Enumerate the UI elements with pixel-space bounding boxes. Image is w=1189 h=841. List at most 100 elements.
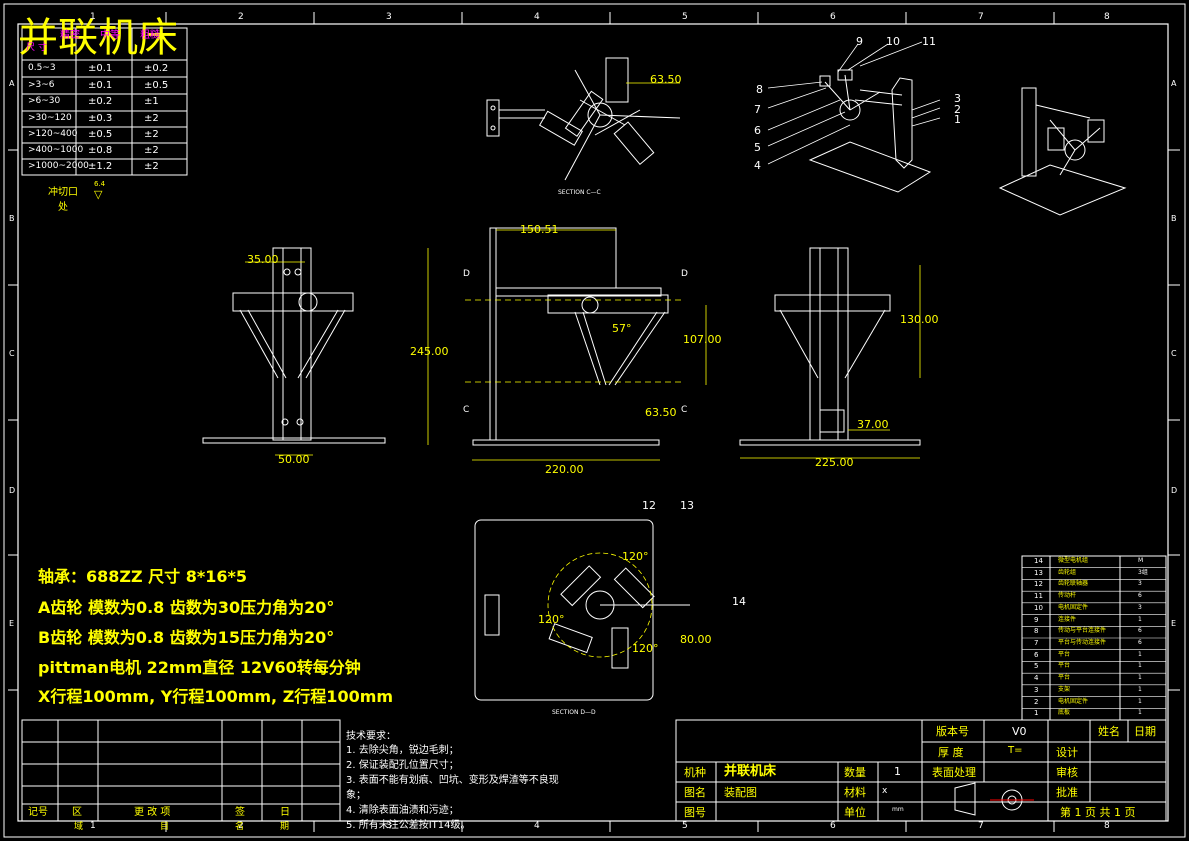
tb-version-label: 版本号: [936, 725, 969, 738]
bom-cell-qty: 6: [1138, 639, 1142, 646]
zone-number-top: 6: [830, 12, 836, 22]
tb-unit-label: 单位: [844, 806, 866, 819]
tol-cell-range: >3~6: [28, 80, 55, 90]
rev-label-zone-2: 域: [74, 822, 84, 832]
tech-req-item: 5. 所有未注公差按IT14级。: [346, 820, 471, 831]
tol-cell-range: >400~1000: [28, 145, 84, 155]
tol-cell-fine: ±0.5: [88, 129, 113, 140]
zone-letter-left: C: [9, 349, 15, 358]
balloon-4: 4: [754, 159, 761, 172]
balloon-2: 2: [954, 103, 961, 116]
tb-drawing-no-label: 图号: [684, 806, 706, 819]
bom-cell-name: 齿轮联轴器: [1058, 580, 1089, 588]
zone-number-top: 2: [238, 12, 244, 22]
main-front-dims: [427, 229, 707, 461]
tol-cell-range: >30~120: [28, 113, 72, 123]
section-mark-d-left: D: [463, 269, 470, 279]
rev-label-item-2: 目: [160, 822, 170, 832]
bom-cell-index: 4: [1034, 674, 1039, 683]
bom-cell-index: 11: [1034, 592, 1043, 601]
balloon-3: 3: [954, 92, 961, 105]
section-mark-c-right: C: [681, 405, 688, 415]
tolerance-table-grid: [21, 27, 188, 176]
bom-cell-index: 9: [1034, 615, 1039, 624]
tb-qty-label: 数量: [844, 766, 866, 779]
tech-req-item: 3. 表面不能有划痕、凹坑、变形及焊渣等不良现: [346, 775, 559, 786]
section-cc-view: [486, 57, 681, 181]
rev-label-item: 更 改 项: [134, 807, 171, 818]
bom-cell-name: 支架: [1058, 685, 1071, 693]
tol-cell-fine: ±0.3: [88, 113, 113, 124]
bom-cell-qty: 1: [1138, 709, 1142, 717]
tol-cell-fine: ±0.8: [88, 145, 113, 156]
tb-version: V0: [1012, 725, 1027, 738]
dim-main-width: 220.00: [545, 463, 584, 476]
rev-label-mark: 记号: [28, 807, 48, 818]
tech-req-item: 4. 清除表面油渍和污迹；: [346, 805, 459, 816]
zone-number-top: 5: [682, 12, 688, 22]
dim-top-view: 63.50: [650, 73, 682, 86]
balloon-13: 13: [680, 499, 694, 512]
cut-label-2: 处: [58, 202, 68, 213]
cut-label: 冲切口: [48, 187, 78, 198]
bom-cell-qty: 1: [1138, 650, 1142, 658]
tol-header-4: 粗糙: [140, 30, 160, 41]
note-motor: pittman电机 22mm直径 12V60转每分钟: [38, 658, 361, 677]
dim-main-height: 245.00: [410, 345, 449, 358]
bom-cell-index: 14: [1034, 557, 1043, 565]
revision-block-grid: [21, 719, 341, 822]
bom-cell-name: 平台: [1058, 662, 1071, 670]
bom-cell-index: 6: [1034, 650, 1039, 659]
note-bearing: 轴承：688ZZ 尺寸 8*16*5: [38, 567, 248, 586]
zone-number-top: 4: [534, 12, 540, 22]
tb-qty: 1: [894, 765, 901, 778]
bom-cell-index: 7: [1034, 639, 1039, 647]
tol-cell-coarse: ±2: [144, 161, 159, 172]
tb-model-label: 机种: [684, 766, 706, 779]
zone-number-bottom: 7: [978, 821, 984, 831]
bom-cell-qty: M: [1138, 557, 1144, 564]
bom-cell-name: 传动与平台连接件: [1058, 627, 1107, 635]
dim-bottom-angle-1: 120°: [622, 550, 649, 563]
balloon-5: 5: [754, 141, 761, 154]
tb-material-label: 材料: [844, 786, 866, 799]
zone-number-top: 3: [386, 12, 392, 22]
isometric-view: [808, 69, 932, 193]
bom-cell-name: 连接件: [1058, 615, 1077, 623]
rev-label-date-2: 期: [280, 822, 290, 832]
zone-letter-right: A: [1171, 79, 1177, 88]
tol-cell-fine: ±1.2: [88, 161, 113, 172]
balloon-1: 1: [954, 113, 961, 126]
bom-cell-name: 平台: [1058, 674, 1071, 682]
tol-cell-coarse: ±1: [144, 96, 159, 107]
bom-cell-index: 8: [1034, 627, 1039, 636]
tb-thickness: T=: [1008, 745, 1023, 756]
drawing-title: 并联机床: [18, 15, 178, 61]
bom-cell-index: 3: [1034, 685, 1039, 694]
balloon-10: 10: [886, 35, 900, 48]
dim-right-height: 130.00: [900, 313, 939, 326]
dim-bottom-angle-2: 120°: [538, 613, 565, 626]
note-gear-b: B齿轮 模数为0.8 齿数为15压力角为20°: [38, 628, 335, 647]
balloon-6: 6: [754, 124, 761, 137]
note-gear-a: A齿轮 模数为0.8 齿数为30压力角为20°: [38, 598, 335, 617]
tb-date-label: 日期: [1134, 725, 1156, 738]
inner-frame: [17, 23, 1169, 822]
tol-cell-coarse: ±2: [144, 129, 159, 140]
zone-letter-right: B: [1171, 214, 1177, 223]
balloon-8: 8: [756, 83, 763, 96]
bom-cell-index: 13: [1034, 568, 1043, 577]
section-mark-d-right: D: [681, 269, 688, 279]
tb-model: 并联机床: [724, 764, 777, 779]
balloon-leaders: [767, 41, 941, 165]
bom-cell-index: 10: [1034, 603, 1043, 612]
zone-letter-left: D: [9, 486, 16, 495]
tol-cell-fine: ±0.2: [88, 96, 113, 107]
zone-letter-right: D: [1171, 486, 1178, 495]
bom-cell-index: 5: [1034, 662, 1039, 671]
tol-cell-range: 0.5~3: [28, 63, 56, 73]
tb-name-label: 姓名: [1098, 725, 1120, 738]
zone-letter-right: C: [1171, 349, 1177, 358]
tb-thickness-label: 厚 度: [938, 746, 964, 759]
